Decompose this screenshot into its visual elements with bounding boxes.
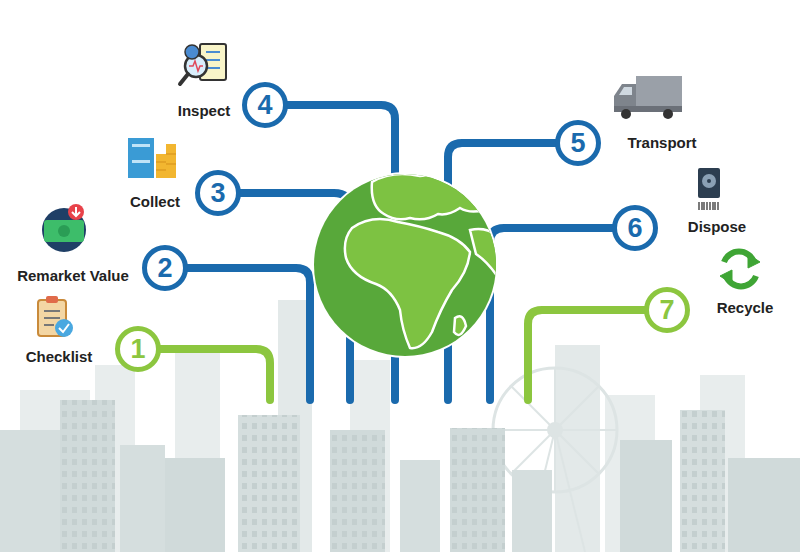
callout-number: 4 xyxy=(257,92,272,119)
truck-icon xyxy=(614,76,682,119)
checklist-icon xyxy=(38,296,73,337)
callout-number: 2 xyxy=(157,255,172,282)
globe xyxy=(312,172,500,358)
inspect-icon xyxy=(180,44,226,84)
step-label: Collect xyxy=(130,194,180,211)
numbered-circle: 5Transport xyxy=(555,120,601,166)
callout-number: 6 xyxy=(627,215,642,242)
remarket-value-icon xyxy=(42,204,86,252)
recycle-icon xyxy=(720,252,760,287)
numbered-circle: 1Checklist xyxy=(115,326,161,372)
step-label: Remarket Value xyxy=(17,268,129,285)
step-label: Inspect xyxy=(178,103,231,120)
numbered-circle: 2Remarket Value xyxy=(142,245,188,291)
callout-number: 5 xyxy=(570,130,585,157)
callout-number: 3 xyxy=(210,180,225,207)
hard-drive-icon xyxy=(698,168,720,210)
step-label: Checklist xyxy=(26,349,93,366)
step-label: Recycle xyxy=(717,300,774,317)
callout-number: 1 xyxy=(130,336,145,363)
numbered-circle: 3Collect xyxy=(195,170,241,216)
numbered-circle: 6Dispose xyxy=(612,205,658,251)
collect-icon xyxy=(128,138,176,178)
step-label: Dispose xyxy=(688,219,746,236)
numbered-circle: 7Recycle xyxy=(644,287,690,333)
numbered-circle: 4Inspect xyxy=(242,82,288,128)
leader-lines xyxy=(160,105,645,400)
step-label: Transport xyxy=(627,135,696,152)
callout-number: 7 xyxy=(659,297,674,324)
